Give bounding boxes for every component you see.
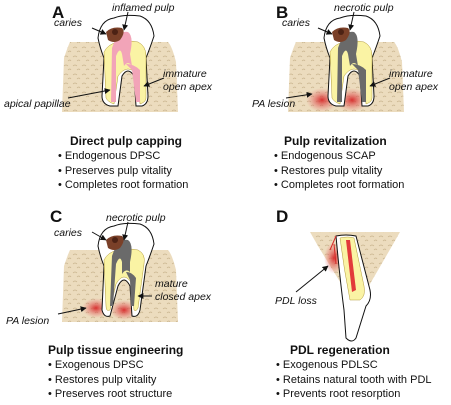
apex-label-line2: open apex	[163, 81, 213, 93]
panel-d: D PDL loss PDL regeneration Exogenous PD…	[226, 203, 451, 405]
panel-d-bullets: Exogenous PDLSC Retains natural tooth wi…	[276, 358, 432, 402]
panel-b-bullets: Endogenous SCAP Restores pulp vitality C…	[274, 149, 405, 193]
bullet: Completes root formation	[58, 178, 189, 193]
apex-label-line1: mature	[155, 278, 188, 290]
panel-a-title: Direct pulp capping	[70, 134, 183, 148]
panel-b-letter: B	[276, 3, 289, 22]
pulp-label: inflamed pulp	[112, 2, 175, 14]
panel-c-bullets: Exogenous DPSC Restores pulp vitality Pr…	[48, 358, 172, 402]
panel-c-letter: C	[50, 207, 63, 226]
panel-d-title: PDL regeneration	[290, 343, 390, 357]
panel-b: B caries necrotic pulp immature open ape…	[226, 0, 451, 202]
panel-c: C caries necrotic pulp mature closed ape…	[0, 203, 225, 405]
caries-label: caries	[282, 17, 311, 29]
pdl-loss-label: PDL loss	[275, 295, 317, 307]
bullet: Restores pulp vitality	[48, 373, 172, 388]
pulp-label: necrotic pulp	[106, 212, 166, 224]
bullet: Prevents root resorption	[276, 387, 432, 402]
apex-label-line1: immature	[163, 68, 207, 80]
bullet: Endogenous DPSC	[58, 149, 188, 164]
tooth-illustration-a	[62, 14, 178, 112]
panel-a: A caries inflamed pulp immature open ape…	[0, 0, 225, 202]
pulp-label: necrotic pulp	[334, 2, 394, 14]
tooth-illustration-b	[288, 14, 404, 112]
panel-b-title: Pulp revitalization	[284, 134, 387, 148]
panel-d-letter: D	[276, 207, 289, 226]
bullet: Endogenous SCAP	[274, 149, 404, 164]
bullet: Retains natural tooth with PDL	[276, 373, 432, 388]
panel-a-bullets: Endogenous DPSC Preserves pulp vitality …	[58, 149, 189, 193]
caries-label: caries	[54, 227, 83, 239]
bullet: Preserves pulp vitality	[58, 164, 188, 179]
panel-a-letter: A	[52, 3, 65, 22]
pa-lesion-label: PA lesion	[6, 315, 50, 327]
apical-papillae-label: apical papillae	[4, 98, 71, 110]
tooth-illustration-c	[62, 222, 178, 322]
apex-label-line2: closed apex	[155, 291, 212, 303]
bullet: Exogenous DPSC	[48, 358, 172, 373]
caries-label: caries	[54, 17, 83, 29]
leader-arrows	[57, 11, 391, 315]
bullet: Completes root formation	[274, 178, 405, 193]
bullet: Exogenous PDLSC	[276, 358, 432, 373]
pulp-a	[111, 31, 140, 102]
apex-label-line1: immature	[389, 68, 433, 80]
tooth-illustration-d	[310, 232, 400, 342]
bullet: Restores pulp vitality	[274, 164, 404, 179]
bullet: Preserves root structure	[48, 387, 172, 402]
panel-c-title: Pulp tissue engineering	[48, 343, 184, 357]
pa-lesion-label: PA lesion	[252, 98, 296, 110]
apex-label-line2: open apex	[389, 81, 439, 93]
